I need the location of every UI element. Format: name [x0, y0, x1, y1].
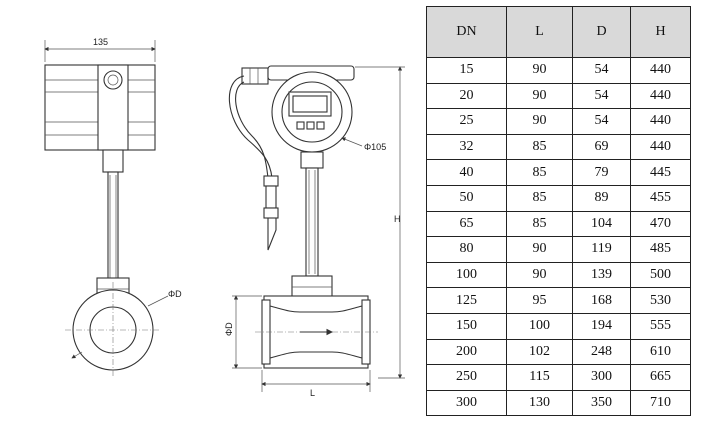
- table-cell: 665: [630, 364, 691, 391]
- table-cell: 150: [426, 312, 507, 340]
- table-cell: 119: [572, 236, 631, 263]
- table-cell: 130: [506, 389, 573, 417]
- table-cell: 85: [506, 210, 573, 238]
- table-cell: 610: [630, 338, 691, 366]
- table-cell: 100: [426, 261, 507, 289]
- table-cell: 90: [506, 261, 573, 289]
- table-cell: 194: [572, 312, 631, 340]
- header-h: H: [630, 6, 691, 58]
- table-cell: 65: [426, 210, 507, 238]
- table-cell: 85: [506, 159, 573, 186]
- table-header-row: DN L D H: [426, 6, 691, 58]
- table-cell: 69: [572, 133, 631, 161]
- dim-length-label: L: [310, 388, 315, 398]
- header-dn: DN: [426, 6, 507, 58]
- table-cell: 500: [630, 261, 691, 289]
- table-cell: 470: [630, 210, 691, 238]
- table-cell: 530: [630, 287, 691, 314]
- table-cell: 54: [572, 57, 631, 84]
- table-cell: 90: [506, 108, 573, 135]
- table-cell: 32: [426, 133, 507, 161]
- front-view: 135 ΦD: [44, 37, 182, 378]
- table-cell: 485: [630, 236, 691, 263]
- table-cell: 102: [506, 338, 573, 366]
- side-view: H Φ105: [224, 65, 405, 398]
- header-l: L: [506, 6, 573, 58]
- dim-head-label: Φ105: [364, 142, 386, 152]
- dim-flange-d-label: ΦD: [168, 289, 182, 299]
- table-cell: 54: [572, 108, 631, 135]
- table-cell: 350: [572, 389, 631, 417]
- table-cell: 95: [506, 287, 573, 314]
- table-cell: 440: [630, 57, 691, 84]
- table-cell: 440: [630, 82, 691, 110]
- table-cell: 300: [572, 364, 631, 391]
- table-cell: 104: [572, 210, 631, 238]
- table-cell: 248: [572, 338, 631, 366]
- table-cell: 15: [426, 57, 507, 84]
- table-cell: 100: [506, 312, 573, 340]
- table-cell: 90: [506, 82, 573, 110]
- table-cell: 125: [426, 287, 507, 314]
- table-cell: 90: [506, 236, 573, 263]
- table-cell: 200: [426, 338, 507, 366]
- table-cell: 20: [426, 82, 507, 110]
- table-cell: 50: [426, 184, 507, 212]
- table-cell: 85: [506, 133, 573, 161]
- table-cell: 80: [426, 236, 507, 263]
- table-cell: 445: [630, 159, 691, 186]
- table-cell: 25: [426, 108, 507, 135]
- dim-width-label: 135: [93, 37, 108, 47]
- table-cell: 455: [630, 184, 691, 212]
- table-cell: 85: [506, 184, 573, 212]
- table-cell: 79: [572, 159, 631, 186]
- table-cell: 440: [630, 108, 691, 135]
- table-cell: 90: [506, 57, 573, 84]
- header-d: D: [572, 6, 631, 58]
- table-cell: 300: [426, 389, 507, 417]
- table-cell: 710: [630, 389, 691, 417]
- table-cell: 115: [506, 364, 573, 391]
- table-cell: 555: [630, 312, 691, 340]
- table-cell: 440: [630, 133, 691, 161]
- table-cell: 40: [426, 159, 507, 186]
- flowmeter-drawing: 135 ΦD H: [44, 37, 405, 398]
- table-cell: 250: [426, 364, 507, 391]
- table-cell: 168: [572, 287, 631, 314]
- table-cell: 89: [572, 184, 631, 212]
- dim-height-label: H: [394, 214, 401, 224]
- table-cell: 139: [572, 261, 631, 289]
- table-cell: 54: [572, 82, 631, 110]
- dim-flange-d-side-label: ΦD: [224, 322, 234, 336]
